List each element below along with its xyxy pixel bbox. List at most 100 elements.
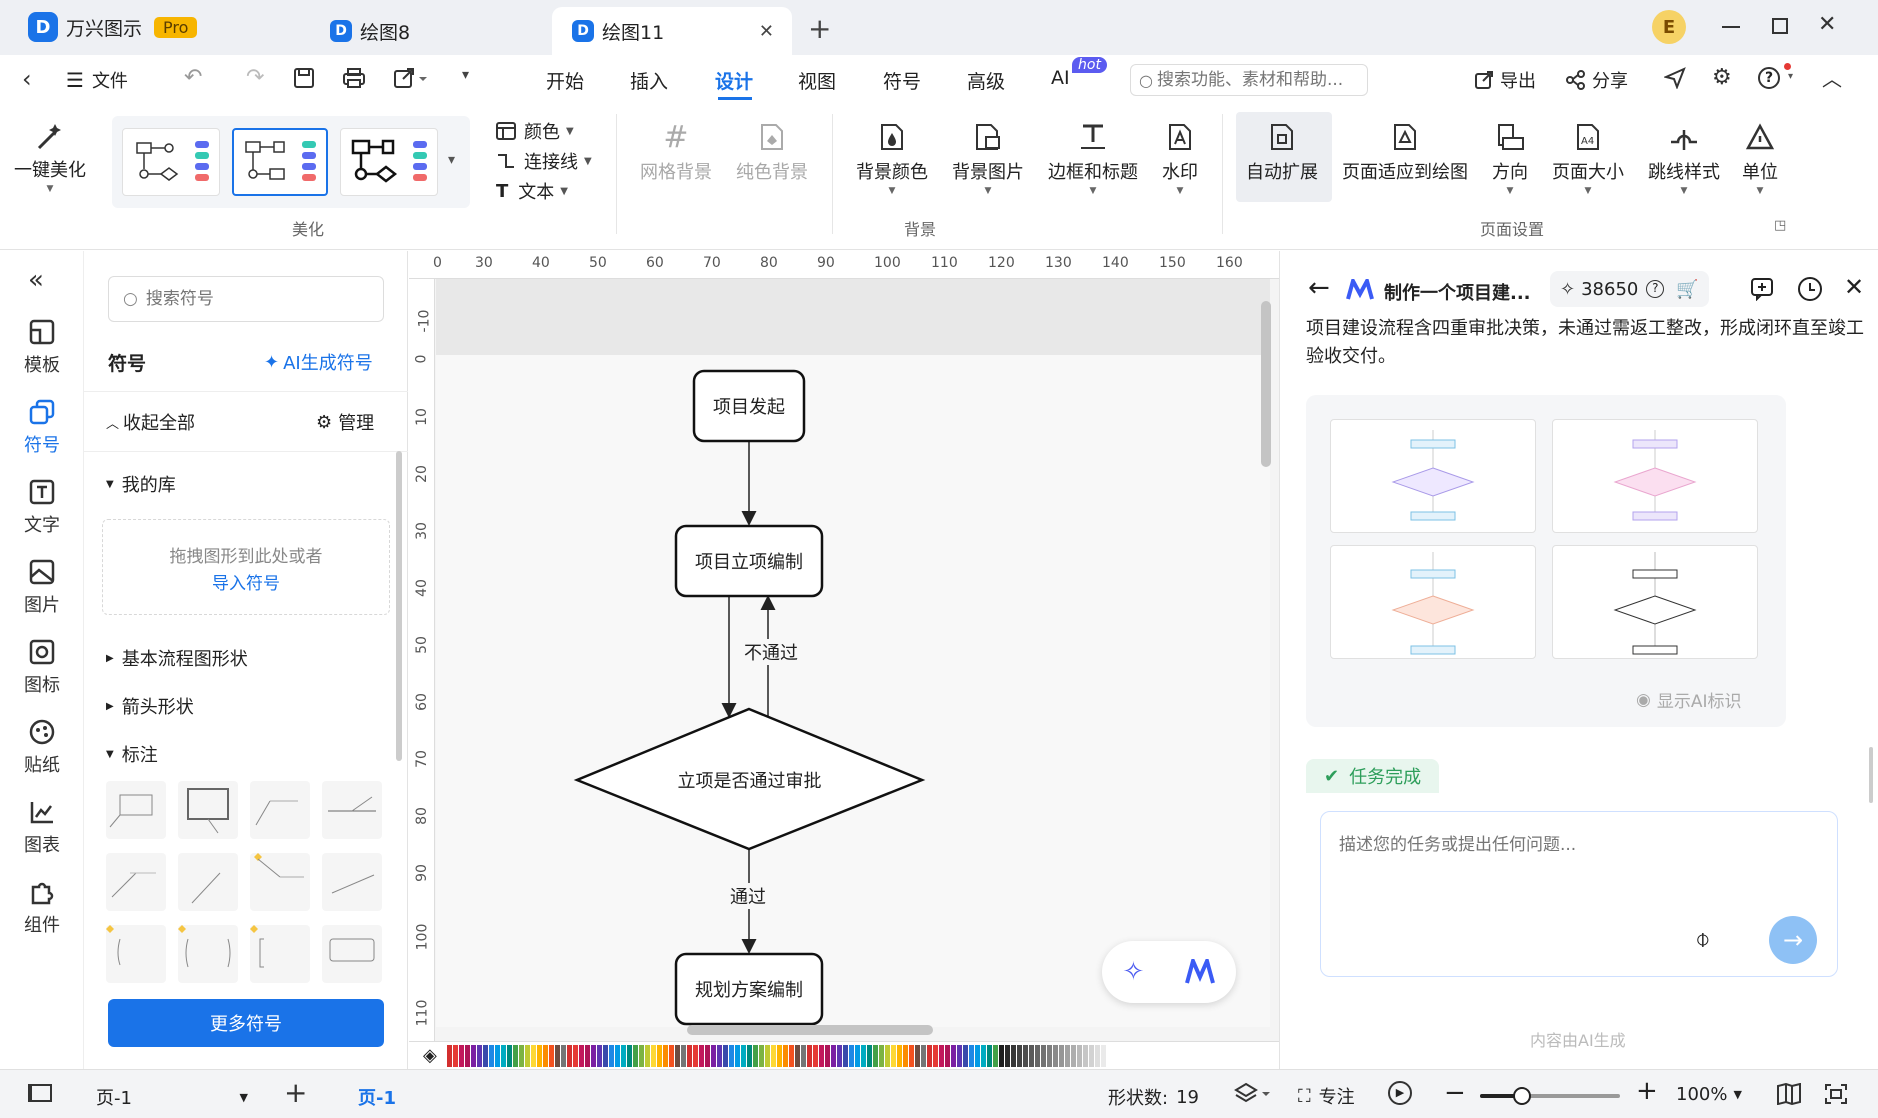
color-swatch[interactable] bbox=[1046, 1044, 1052, 1067]
symbol-search-box[interactable]: ○ bbox=[108, 276, 384, 322]
color-swatch[interactable] bbox=[446, 1044, 452, 1067]
color-swatches[interactable] bbox=[446, 1044, 1107, 1067]
color-swatch[interactable] bbox=[1022, 1044, 1028, 1067]
color-swatch[interactable] bbox=[716, 1044, 722, 1067]
color-swatch[interactable] bbox=[614, 1044, 620, 1067]
style-preset-2[interactable] bbox=[232, 128, 328, 196]
collapse-panel-icon[interactable]: « bbox=[28, 265, 44, 295]
search-input[interactable] bbox=[1156, 70, 1357, 90]
zoom-out-button[interactable]: − bbox=[1444, 1078, 1466, 1108]
color-swatch[interactable] bbox=[704, 1044, 710, 1067]
color-swatch[interactable] bbox=[734, 1044, 740, 1067]
color-swatch[interactable] bbox=[722, 1044, 728, 1067]
callout-symbol[interactable] bbox=[250, 781, 310, 839]
color-swatch[interactable] bbox=[782, 1044, 788, 1067]
color-swatch[interactable] bbox=[776, 1044, 782, 1067]
menu-ai[interactable]: AI bbox=[1051, 67, 1070, 89]
color-swatch[interactable] bbox=[758, 1044, 764, 1067]
ai-sparkle-icon[interactable]: ✧ bbox=[1122, 957, 1145, 987]
color-swatch[interactable] bbox=[824, 1044, 830, 1067]
callout-symbol[interactable] bbox=[178, 925, 238, 983]
page-size-button[interactable]: A4 页面大小 ▼ bbox=[1552, 116, 1624, 196]
background-image-button[interactable]: 背景图片 ▼ bbox=[952, 116, 1024, 196]
menu-insert[interactable]: 插入 bbox=[630, 71, 669, 93]
play-icon[interactable]: ▶ bbox=[1388, 1081, 1412, 1105]
nav-components[interactable]: 组件 bbox=[0, 879, 84, 937]
close-ai-panel-icon[interactable]: ✕ bbox=[1844, 273, 1865, 301]
fit-screen-icon[interactable] bbox=[1824, 1083, 1848, 1105]
page-list-icon[interactable] bbox=[28, 1084, 52, 1102]
color-swatch[interactable] bbox=[674, 1044, 680, 1067]
color-swatch[interactable] bbox=[1058, 1044, 1064, 1067]
menu-design[interactable]: 设计 bbox=[715, 71, 754, 93]
color-swatch[interactable] bbox=[1070, 1044, 1076, 1067]
import-symbol-link[interactable]: 导入符号 bbox=[212, 574, 280, 594]
back-icon[interactable]: ‹ bbox=[22, 65, 32, 93]
color-swatch[interactable] bbox=[974, 1044, 980, 1067]
close-tab-icon[interactable]: ✕ bbox=[758, 20, 774, 42]
node-plan-drafting[interactable] bbox=[674, 952, 824, 1026]
nav-symbols[interactable]: 符号 bbox=[0, 399, 84, 457]
color-swatch[interactable] bbox=[794, 1044, 800, 1067]
color-swatch[interactable] bbox=[620, 1044, 626, 1067]
callout-symbol[interactable] bbox=[250, 925, 310, 983]
color-swatch[interactable] bbox=[1034, 1044, 1040, 1067]
color-swatch[interactable] bbox=[860, 1044, 866, 1067]
zoom-in-button[interactable]: + bbox=[1636, 1076, 1658, 1106]
ai-generate-symbol-button[interactable]: ✦ AI生成符号 bbox=[264, 349, 373, 375]
style-preset-1[interactable] bbox=[122, 128, 220, 196]
callout-symbol[interactable] bbox=[322, 781, 382, 839]
color-swatch[interactable] bbox=[752, 1044, 758, 1067]
color-swatch[interactable] bbox=[590, 1044, 596, 1067]
nav-charts[interactable]: 图表 bbox=[0, 799, 84, 857]
result-thumbnail-1[interactable] bbox=[1330, 419, 1536, 533]
text-style-button[interactable]: T 文本 ▼ bbox=[496, 178, 568, 204]
help-icon[interactable]: ? bbox=[1646, 280, 1665, 298]
arrow-shapes-section[interactable]: ▶ 箭头形状 bbox=[106, 693, 194, 719]
color-swatch[interactable] bbox=[596, 1044, 602, 1067]
color-swatch[interactable] bbox=[956, 1044, 962, 1067]
minimize-button[interactable] bbox=[1722, 26, 1740, 28]
callout-symbol[interactable] bbox=[106, 925, 166, 983]
vertical-scrollbar[interactable] bbox=[1261, 301, 1271, 467]
color-swatch[interactable] bbox=[920, 1044, 926, 1067]
color-swatch[interactable] bbox=[1052, 1044, 1058, 1067]
color-swatch[interactable] bbox=[914, 1044, 920, 1067]
color-swatch[interactable] bbox=[848, 1044, 854, 1067]
color-swatch[interactable] bbox=[740, 1044, 746, 1067]
color-swatch[interactable] bbox=[728, 1044, 734, 1067]
result-thumbnail-2[interactable] bbox=[1552, 419, 1758, 533]
color-swatch[interactable] bbox=[470, 1044, 476, 1067]
attach-icon[interactable]: ⌽ bbox=[1695, 924, 1711, 954]
color-swatch[interactable] bbox=[542, 1044, 548, 1067]
node-project-proposal[interactable] bbox=[674, 524, 824, 598]
color-swatch[interactable] bbox=[482, 1044, 488, 1067]
menu-symbol[interactable]: 符号 bbox=[883, 71, 922, 93]
send-message-button[interactable]: → bbox=[1769, 916, 1817, 964]
gallery-more-icon[interactable]: ▾ bbox=[448, 152, 456, 168]
help-icon[interactable]: ? bbox=[1758, 67, 1780, 89]
settings-icon[interactable]: ⚙ bbox=[1712, 65, 1732, 90]
tab-drawing-11[interactable]: D 绘图11 ✕ bbox=[552, 7, 792, 55]
undo-icon[interactable]: ↶ bbox=[184, 65, 203, 90]
color-swatch[interactable] bbox=[458, 1044, 464, 1067]
search-box[interactable]: ○ bbox=[1130, 64, 1368, 96]
connector-button[interactable]: 连接线 ▼ bbox=[496, 148, 592, 174]
color-swatch[interactable] bbox=[500, 1044, 506, 1067]
color-swatch[interactable] bbox=[524, 1044, 530, 1067]
color-swatch[interactable] bbox=[806, 1044, 812, 1067]
menu-advanced[interactable]: 高级 bbox=[967, 71, 1006, 93]
color-swatch[interactable] bbox=[668, 1044, 674, 1067]
color-swatch[interactable] bbox=[530, 1044, 536, 1067]
nav-images[interactable]: 图片 bbox=[0, 559, 84, 617]
help-dropdown-icon[interactable]: ▾ bbox=[1788, 71, 1794, 82]
color-swatch[interactable] bbox=[872, 1044, 878, 1067]
tab-drawing-8[interactable]: D 绘图8 bbox=[310, 7, 550, 55]
library-drop-zone[interactable]: 拖拽图形到此处或者 导入符号 bbox=[102, 519, 390, 615]
menu-start[interactable]: 开始 bbox=[546, 71, 585, 93]
color-swatch[interactable] bbox=[950, 1044, 956, 1067]
color-swatch[interactable] bbox=[998, 1044, 1004, 1067]
callouts-section[interactable]: ▼ 标注 bbox=[106, 741, 158, 767]
color-swatch[interactable] bbox=[650, 1044, 656, 1067]
file-menu[interactable]: ☰ 文件 bbox=[66, 67, 128, 93]
